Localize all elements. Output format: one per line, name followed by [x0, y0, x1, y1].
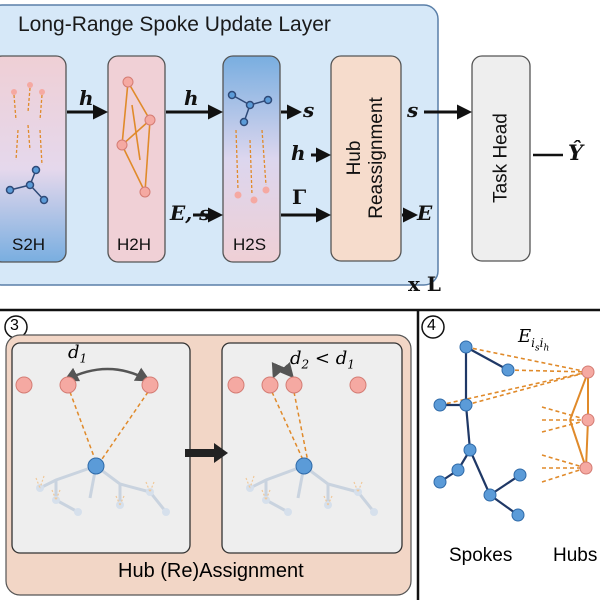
edge-label-s-to-head: s — [407, 98, 419, 122]
panel-3-number: 3 — [10, 317, 19, 334]
before-hubs — [15, 376, 159, 394]
less-than: < — [309, 348, 336, 369]
output-label: Ŷ — [568, 140, 583, 165]
h2h-block — [107, 55, 166, 263]
spokes-label: Spokes — [449, 545, 513, 566]
layer-title: Long-Range Spoke Update Layer — [18, 13, 331, 36]
d1-compare-sub: 1 — [347, 357, 355, 372]
s2h-block — [0, 55, 67, 263]
edge-weight-sub-i2: i — [539, 335, 544, 350]
after-hubs — [227, 376, 367, 394]
h2s-spoke-graph — [227, 90, 273, 127]
edge-weight-subsub-h: h — [543, 342, 550, 353]
panel-4-number: 4 — [427, 317, 436, 334]
edge-label-h-in: h — [291, 141, 306, 165]
h2s-dashed-links — [235, 129, 267, 196]
after-dashed — [271, 391, 309, 463]
before-dashed — [69, 391, 149, 463]
s2h-spoke-graph — [5, 165, 49, 205]
d1-compare-main: d — [335, 348, 348, 369]
edge-weight-subsub-s: s — [534, 342, 540, 353]
top-arrows — [67, 104, 472, 223]
panel-4 — [421, 315, 595, 522]
hub-reassignment-label: Hub Reassignment — [344, 97, 388, 218]
after-tree-dashes — [245, 475, 363, 506]
s2h-graph-icon — [13, 87, 43, 166]
hub-edges — [569, 371, 589, 469]
panel-4-badge — [421, 315, 445, 339]
d1-main: d — [68, 342, 80, 363]
after-tree-nodes — [246, 484, 378, 516]
top-section — [0, 4, 563, 286]
edge-weight-sub-i1: i — [531, 335, 535, 350]
h2s-hub-dots — [234, 186, 270, 204]
hub-nodes — [579, 365, 595, 475]
before-tree-dashes — [35, 475, 155, 506]
after-subpanel — [221, 342, 403, 554]
h2s-label: H2S — [233, 235, 267, 254]
hub-reassignment-line1: Hub — [344, 140, 366, 176]
panel-3-caption: Hub (Re)Assignment — [118, 560, 304, 582]
transition-arrow-head — [214, 443, 228, 463]
before-center-spoke — [87, 457, 105, 475]
edge-label-s-out: s — [303, 98, 315, 122]
hubs-label: Hubs — [553, 545, 598, 566]
edge-label-h-2: h — [184, 86, 199, 110]
hub-reassignment-box — [330, 55, 402, 262]
task-head-box — [471, 55, 531, 262]
d1-sub: 1 — [79, 351, 88, 366]
task-head-label: Task Head — [490, 113, 512, 203]
edge-label-h-1: h — [79, 86, 94, 110]
s2h-label: S2H — [12, 235, 46, 254]
h2h-hub-graph — [121, 81, 151, 193]
d2-distance-arc — [271, 362, 294, 379]
edge-label-e-out: E — [417, 201, 433, 225]
edge-weight-label: Eisih — [518, 328, 549, 353]
d2-sub: 2 — [301, 357, 310, 372]
edge-label-es-in: E, s — [170, 201, 211, 225]
d2-comparison-label: d2 < d1 — [290, 350, 355, 371]
spoke-hub-dashed-links — [439, 346, 589, 483]
edge-label-gamma: Γ — [292, 185, 307, 209]
d1-label: d1 — [68, 344, 87, 365]
after-center-spoke — [295, 457, 313, 475]
h2s-block — [222, 55, 281, 263]
h2h-label: H2H — [117, 235, 152, 254]
s2h-hub-dots — [11, 82, 45, 95]
spoke-nodes — [433, 340, 527, 522]
d2-main: d — [290, 348, 302, 369]
repeat-label: x L — [408, 272, 441, 296]
d1-distance-arc — [63, 367, 151, 382]
edge-weight-main: E — [518, 326, 532, 347]
h2h-hub-nodes — [116, 76, 156, 198]
hub-reassignment-line2: Reassignment — [366, 97, 387, 219]
before-subpanel — [11, 342, 191, 554]
panel-3 — [4, 315, 412, 596]
